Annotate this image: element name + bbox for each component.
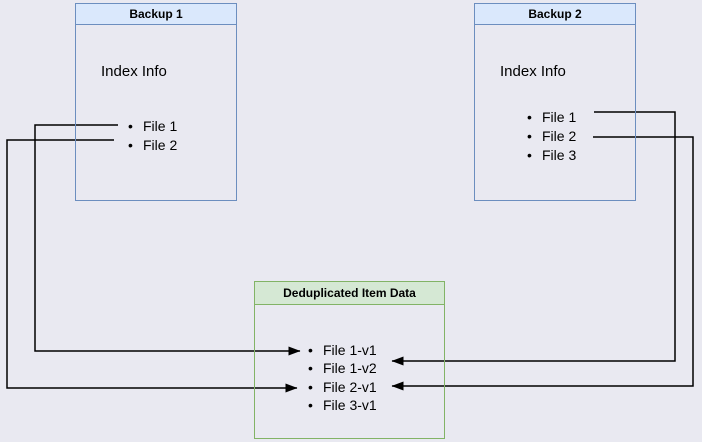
backup2-index-info-label: Index Info bbox=[500, 63, 566, 80]
file-item: File 2 bbox=[128, 136, 177, 155]
dedup-file-list: File 1-v1File 1-v2File 2-v1File 3-v1 bbox=[308, 341, 377, 415]
backup2-box: Backup 2 Index Info File 1File 2File 3 bbox=[474, 3, 636, 201]
file-item: File 2 bbox=[527, 127, 576, 146]
file-item: File 3-v1 bbox=[308, 396, 377, 415]
backup1-title: Backup 1 bbox=[76, 4, 236, 25]
file-item: File 1-v1 bbox=[308, 341, 377, 360]
backup1-box: Backup 1 Index Info File 1File 2 bbox=[75, 3, 237, 201]
backup2-file-list: File 1File 2File 3 bbox=[527, 108, 576, 164]
backup1-file-list: File 1File 2 bbox=[128, 117, 177, 154]
file-item: File 3 bbox=[527, 146, 576, 165]
file-item: File 2-v1 bbox=[308, 378, 377, 397]
file-item: File 1-v2 bbox=[308, 359, 377, 378]
backup2-title: Backup 2 bbox=[475, 4, 635, 25]
dedup-title: Deduplicated Item Data bbox=[255, 282, 444, 305]
file-item: File 1 bbox=[128, 117, 177, 136]
file-item: File 1 bbox=[527, 108, 576, 127]
backup1-index-info-label: Index Info bbox=[101, 63, 167, 80]
deduplicated-item-data-box: Deduplicated Item Data File 1-v1File 1-v… bbox=[254, 281, 445, 439]
